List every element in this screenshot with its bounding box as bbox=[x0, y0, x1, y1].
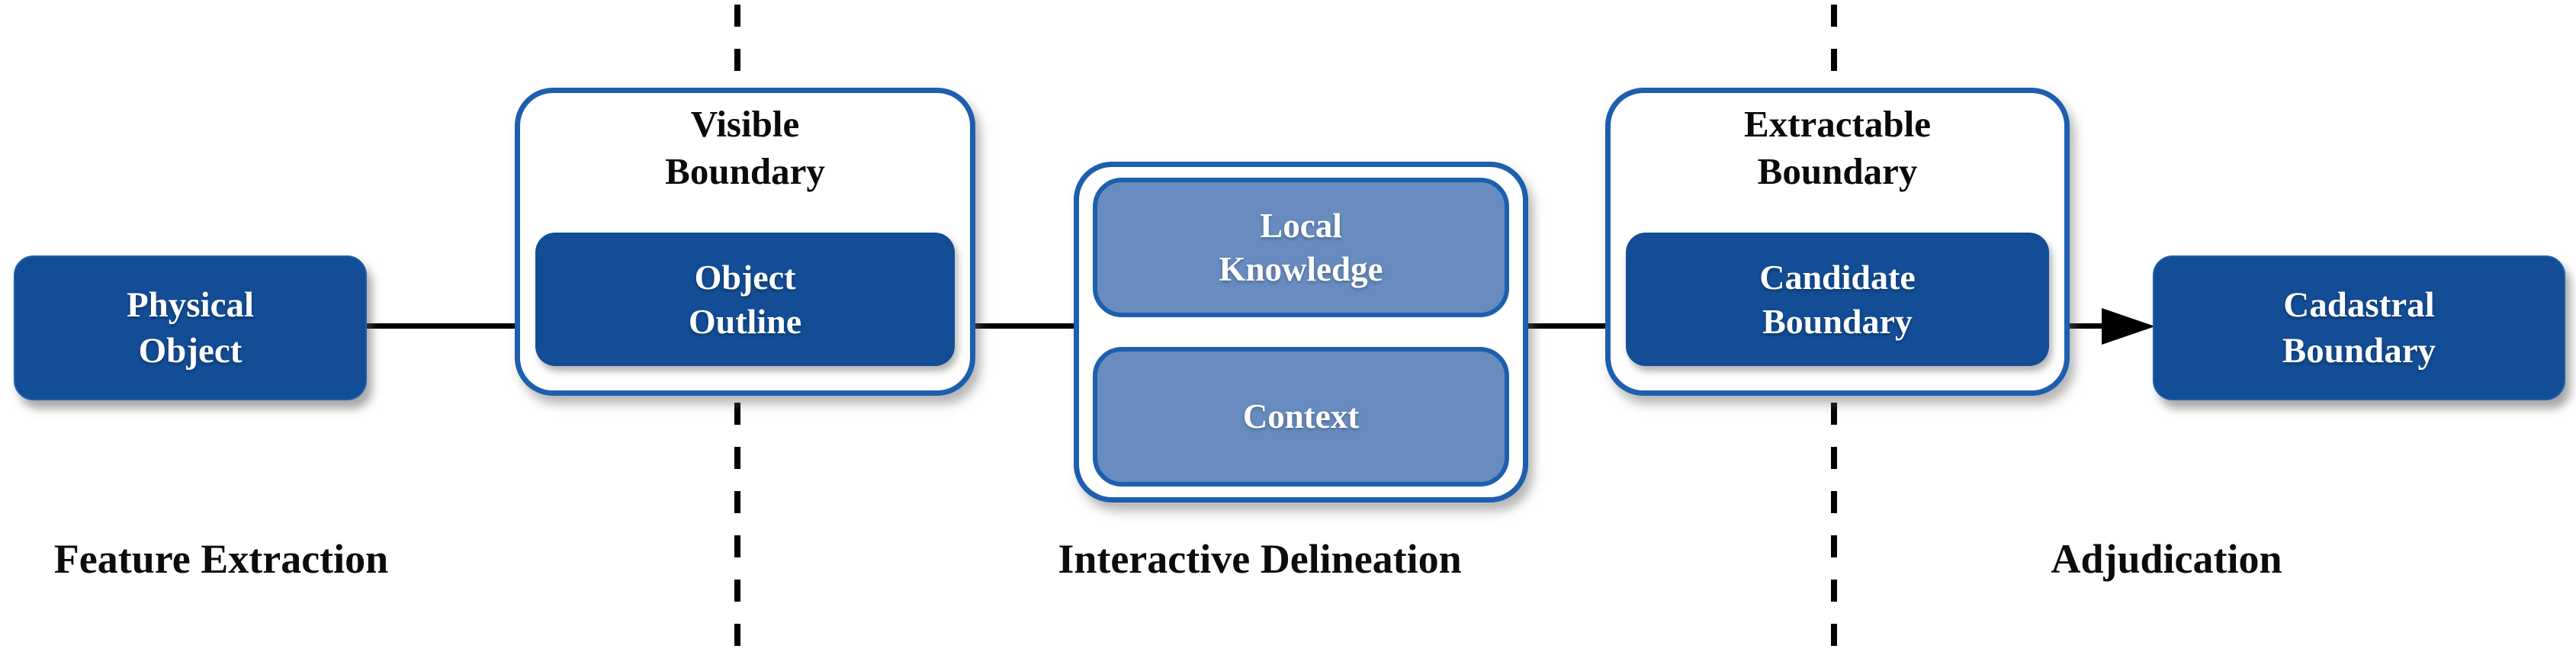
node-physical-object: Physical Object bbox=[14, 255, 367, 400]
container-visible-boundary: Visible Boundary Object Outline bbox=[515, 88, 975, 396]
node-candidate-boundary: Candidate Boundary bbox=[1626, 233, 2049, 366]
connector-interactive-to-extractable bbox=[1512, 323, 1611, 329]
node-local-knowledge: Local Knowledge bbox=[1093, 178, 1509, 317]
arrow-head-icon bbox=[2102, 308, 2155, 345]
extractable-boundary-title: Extractable Boundary bbox=[1744, 103, 1931, 192]
phase-label-feature-extraction: Feature Extraction bbox=[53, 536, 389, 582]
container-interactive-inputs: Local Knowledge Context bbox=[1074, 162, 1528, 503]
visible-boundary-title: Visible Boundary bbox=[665, 103, 825, 192]
phase-label-adjudication: Adjudication bbox=[2051, 536, 2282, 582]
container-extractable-boundary: Extractable Boundary Candidate Boundary bbox=[1605, 88, 2070, 396]
node-object-outline: Object Outline bbox=[535, 233, 955, 366]
connector-physical-to-visible bbox=[357, 323, 520, 329]
node-cadastral-boundary: Cadastral Boundary bbox=[2153, 255, 2565, 400]
phase-label-interactive-delineation: Interactive Delineation bbox=[1058, 536, 1462, 582]
connector-visible-to-interactive bbox=[959, 323, 1079, 329]
node-context: Context bbox=[1093, 347, 1509, 487]
arrow-shaft-extractable-to-cadastral bbox=[2059, 323, 2109, 329]
